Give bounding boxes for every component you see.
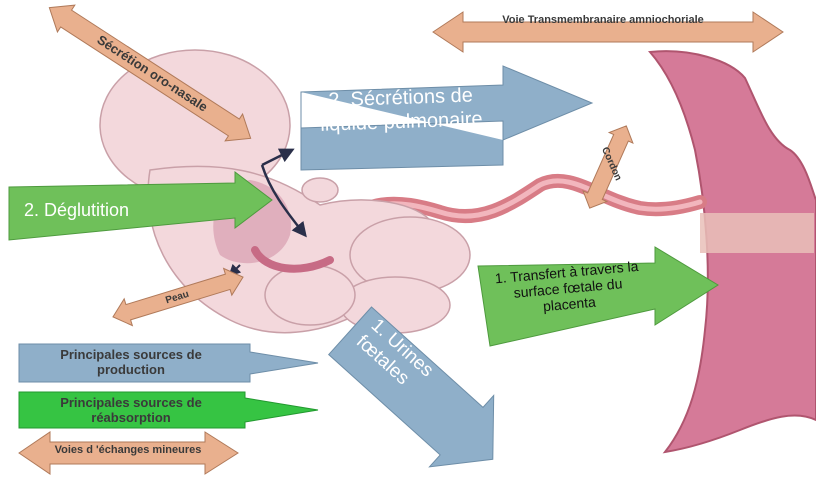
legend-minor-arrow xyxy=(19,432,238,474)
placenta-patch xyxy=(700,213,814,253)
pulmonary-arrow xyxy=(301,66,592,170)
placenta-arrow xyxy=(478,247,718,346)
transmembrane-arrow xyxy=(433,12,783,52)
legend-production-arrow xyxy=(19,344,318,382)
legend-reabsorption-arrow xyxy=(19,392,318,428)
